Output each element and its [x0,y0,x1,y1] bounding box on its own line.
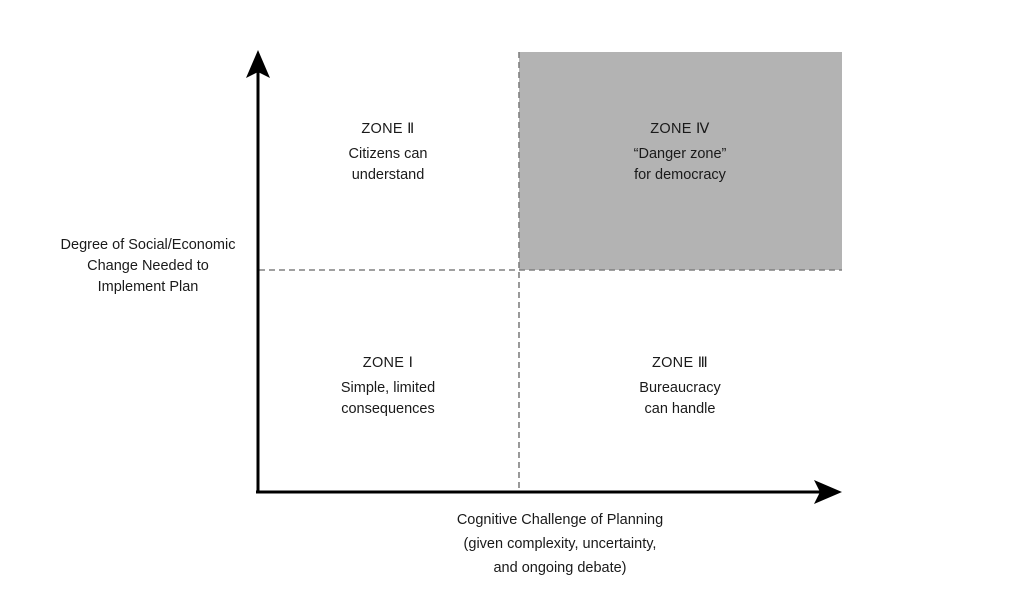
y-axis-arrowhead [246,50,270,78]
y-axis-label-line-3: Implement Plan [97,279,199,295]
x-axis-label-line-3: and ongoing debate) [493,560,627,576]
zone-3-label: ZONE Ⅲ Bureaucracy can handle [605,353,755,420]
danger-zone-fill [519,52,842,270]
zone-1-label: ZONE Ⅰ Simple, limited consequences [313,353,463,420]
zone-3-title: ZONE Ⅲ [651,355,709,371]
zone-2-title: ZONE Ⅱ [361,121,415,137]
zone-4-desc-line-2: for democracy [634,167,726,183]
x-axis-label-line-2: (given complexity, uncertainty, [463,536,657,552]
zone-2-desc-line-2: understand [351,167,425,183]
y-axis-label: Degree of Social/Economic Change Needed … [48,235,248,298]
x-axis-label: Cognitive Challenge of Planning (given c… [430,508,690,580]
y-axis-label-line-2: Change Needed to [87,258,209,274]
x-axis-label-line-1: Cognitive Challenge of Planning [456,512,664,528]
zone-2-desc-line-1: Citizens can [348,146,428,162]
zone-3-desc-line-1: Bureaucracy [639,380,721,396]
y-axis-label-line-1: Degree of Social/Economic [60,237,236,253]
zone-1-title: ZONE Ⅰ [362,355,414,371]
x-axis-arrowhead [814,480,842,504]
zone-4-desc-line-1: “Danger zone” [633,146,727,162]
zone-1-desc-line-1: Simple, limited [340,380,436,396]
zone-4-label: ZONE Ⅳ “Danger zone” for democracy [605,119,755,186]
zone-2-label: ZONE Ⅱ Citizens can understand [313,119,463,186]
zone-1-desc-line-2: consequences [341,401,435,417]
zone-3-desc-line-2: can handle [644,401,716,417]
zone-4-title: ZONE Ⅳ [650,121,710,137]
